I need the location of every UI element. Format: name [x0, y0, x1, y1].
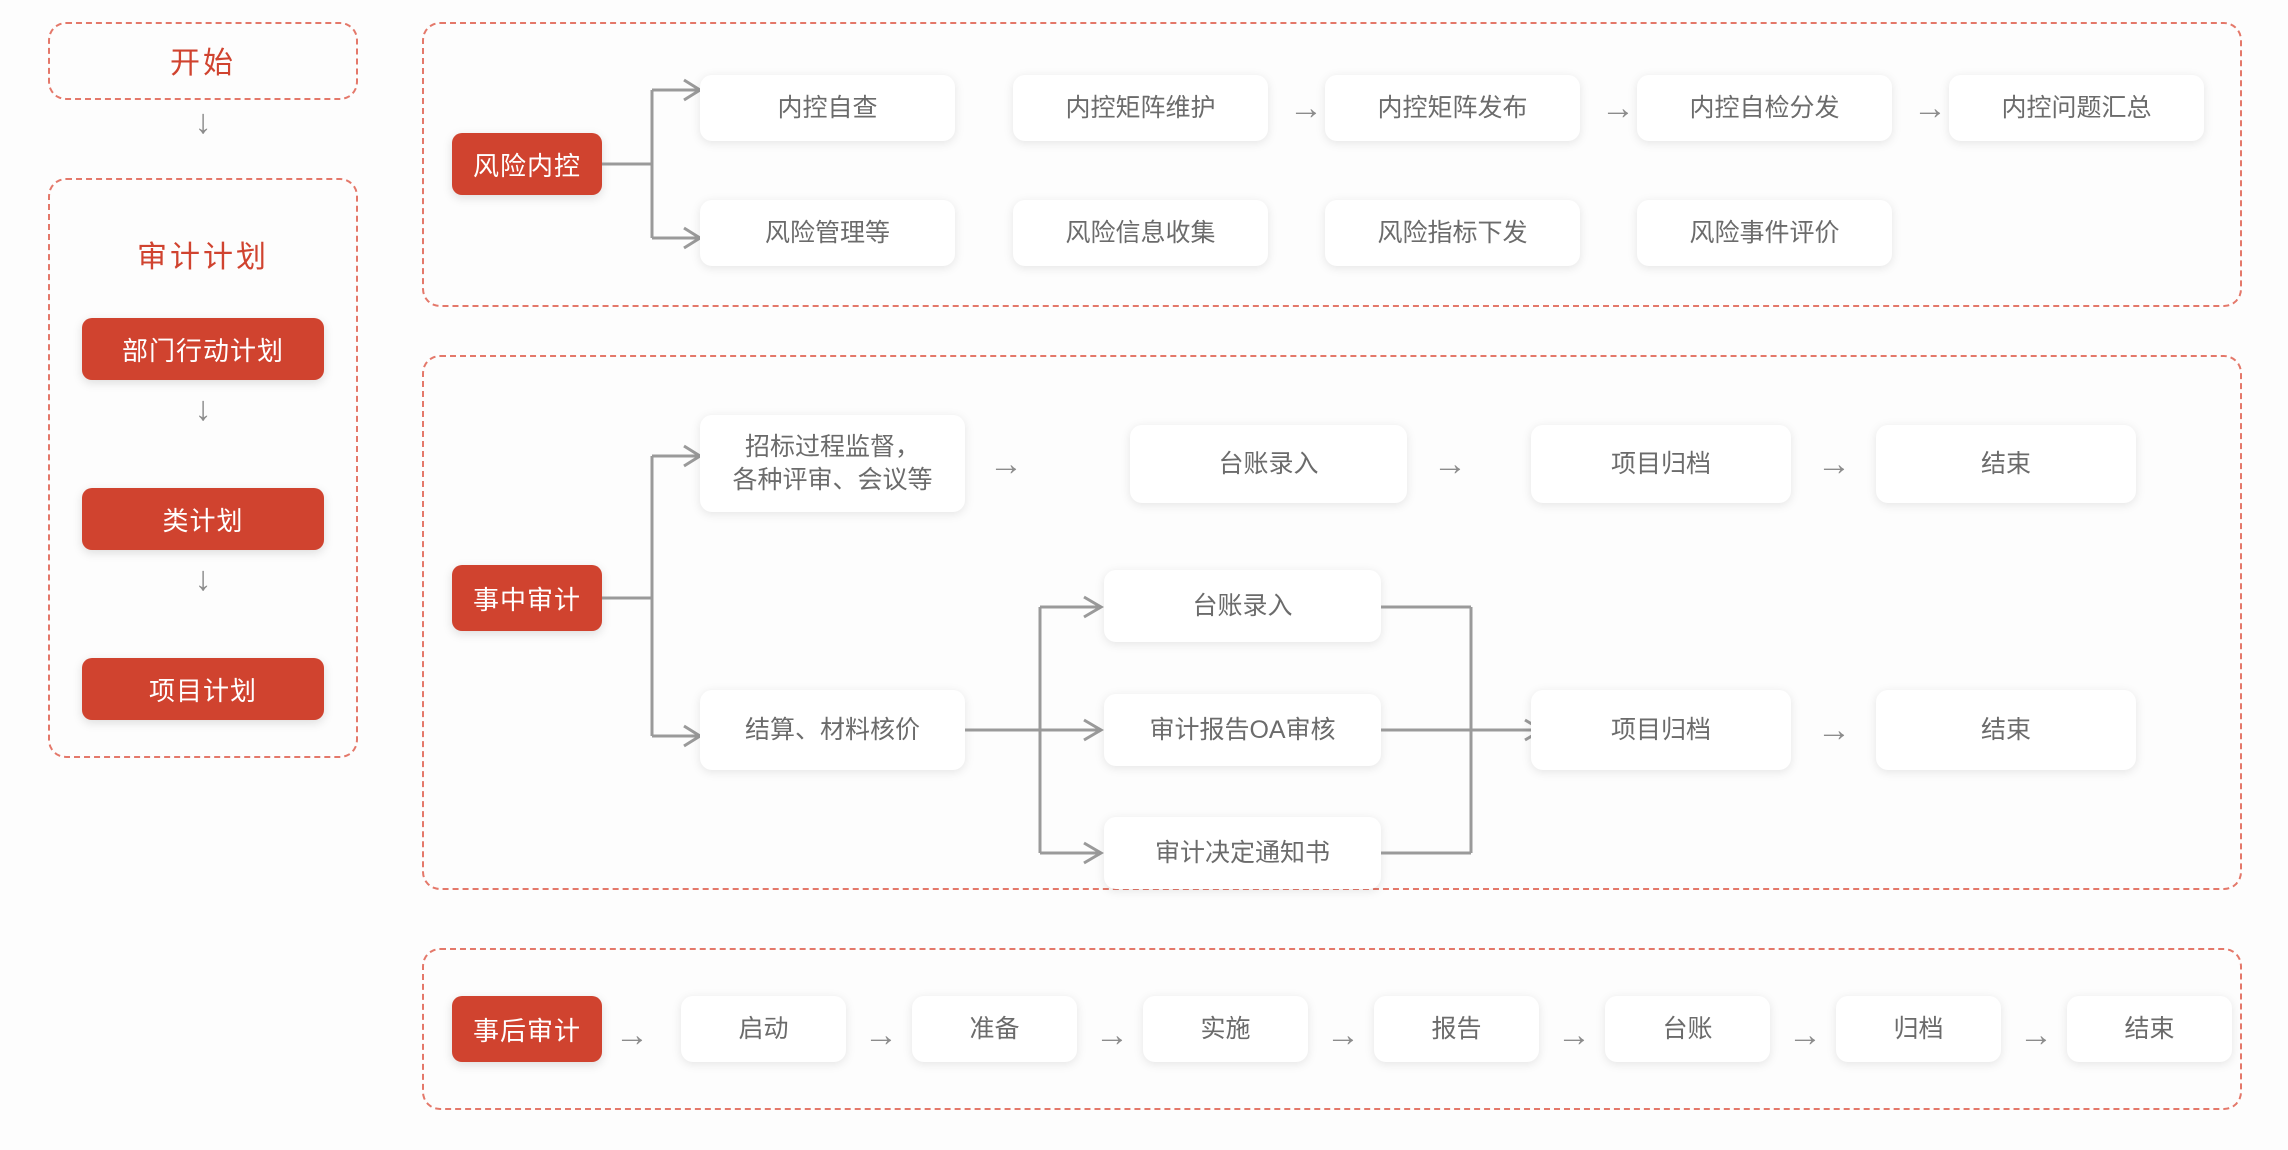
arrow-right-ic-3: → — [1913, 89, 1947, 127]
node-risk-info-collect-label: 风险信息收集 — [1065, 218, 1216, 247]
arrow-right-pa-6: → — [2019, 1016, 2053, 1054]
plan-step-project[interactable]: 项目计划 — [82, 658, 324, 720]
arrow-right-pa-2: → — [1095, 1016, 1129, 1054]
node-internal-self-check-label: 内控自查 — [777, 93, 878, 122]
node-bidding-supervision[interactable]: 招标过程监督， 各种评审、会议等 — [700, 415, 965, 512]
node-ledger-entry-branch-label: 台账录入 — [1192, 591, 1293, 620]
node-risk-event-evaluate[interactable]: 风险事件评价 — [1637, 200, 1892, 266]
node-control-matrix-maintain[interactable]: 内控矩阵维护 — [1013, 75, 1268, 141]
section-during-audit-container — [422, 355, 2242, 890]
start-label: 开始 — [170, 47, 236, 80]
node-internal-issue-summary-label: 内控问题汇总 — [2001, 93, 2152, 122]
section-post-audit-root-label: 事后审计 — [472, 1015, 581, 1046]
node-post-implement[interactable]: 实施 — [1143, 996, 1308, 1062]
arrow-right-pa-0: → — [615, 1016, 649, 1054]
node-ledger-entry-top[interactable]: 台账录入 — [1130, 425, 1407, 503]
node-control-matrix-maintain-label: 内控矩阵维护 — [1065, 93, 1216, 122]
node-risk-info-collect[interactable]: 风险信息收集 — [1013, 200, 1268, 266]
arrow-down-plan-1: ↓ — [194, 390, 212, 428]
plan-step-category-label: 类计划 — [162, 505, 244, 536]
node-post-implement-label: 实施 — [1200, 1014, 1251, 1043]
arrow-down-start-to-plan: ↓ — [194, 103, 212, 141]
node-internal-check-distribute[interactable]: 内控自检分发 — [1637, 75, 1892, 141]
node-end-bottom[interactable]: 结束 — [1876, 690, 2136, 770]
arrow-right-da-2: → — [1433, 445, 1467, 483]
node-bidding-supervision-label: 招标过程监督， 各种评审、会议等 — [732, 432, 933, 494]
arrow-right-pa-1: → — [864, 1016, 898, 1054]
plan-step-category[interactable]: 类计划 — [82, 488, 324, 550]
plan-step-department-label: 部门行动计划 — [121, 335, 284, 366]
node-post-archive-label: 归档 — [1893, 1014, 1944, 1043]
node-risk-management-label: 风险管理等 — [764, 218, 890, 247]
node-post-report[interactable]: 报告 — [1374, 996, 1539, 1062]
arrow-down-plan-2: ↓ — [194, 560, 212, 598]
node-risk-indicator-issue-label: 风险指标下发 — [1377, 218, 1528, 247]
section-during-audit-root-label: 事中审计 — [472, 584, 581, 615]
node-end-top-label: 结束 — [1980, 449, 2031, 478]
node-post-report-label: 报告 — [1431, 1014, 1482, 1043]
section-post-audit-container — [422, 948, 2242, 1110]
node-audit-decision-notice-label: 审计决定通知书 — [1154, 838, 1330, 867]
arrow-right-pa-3: → — [1326, 1016, 1360, 1054]
node-audit-decision-notice[interactable]: 审计决定通知书 — [1104, 817, 1381, 889]
node-internal-self-check[interactable]: 内控自查 — [700, 75, 955, 141]
node-settlement-material-pricing[interactable]: 结算、材料核价 — [700, 690, 965, 770]
node-post-prepare[interactable]: 准备 — [912, 996, 1077, 1062]
node-post-end-label: 结束 — [2124, 1014, 2175, 1043]
arrow-right-ic-1: → — [1289, 89, 1323, 127]
node-project-archive-bottom-label: 项目归档 — [1610, 715, 1711, 744]
arrow-right-pa-4: → — [1557, 1016, 1591, 1054]
node-end-top[interactable]: 结束 — [1876, 425, 2136, 503]
node-settlement-material-pricing-label: 结算、材料核价 — [744, 715, 920, 744]
plan-step-project-label: 项目计划 — [148, 675, 257, 706]
section-during-audit-root[interactable]: 事中审计 — [452, 565, 602, 631]
node-risk-event-evaluate-label: 风险事件评价 — [1689, 218, 1840, 247]
audit-plan-container — [48, 178, 358, 758]
arrow-right-da-1: → — [989, 445, 1023, 483]
node-post-archive[interactable]: 归档 — [1836, 996, 2001, 1062]
plan-step-department[interactable]: 部门行动计划 — [82, 318, 324, 380]
node-project-archive-top[interactable]: 项目归档 — [1531, 425, 1791, 503]
node-ledger-entry-branch[interactable]: 台账录入 — [1104, 570, 1381, 642]
node-ledger-entry-top-label: 台账录入 — [1218, 449, 1319, 478]
node-control-matrix-publish-label: 内控矩阵发布 — [1377, 93, 1528, 122]
section-risk-internal-control-container — [422, 22, 2242, 307]
node-project-archive-bottom[interactable]: 项目归档 — [1531, 690, 1791, 770]
section-risk-internal-control-root-label: 风险内控 — [472, 150, 581, 181]
start-container — [48, 22, 358, 100]
audit-plan-title: 审计计划 — [137, 241, 269, 274]
node-post-start[interactable]: 启动 — [681, 996, 846, 1062]
arrow-right-ic-2: → — [1601, 89, 1635, 127]
node-internal-issue-summary[interactable]: 内控问题汇总 — [1949, 75, 2204, 141]
node-project-archive-top-label: 项目归档 — [1610, 449, 1711, 478]
arrow-right-da-3: → — [1817, 445, 1851, 483]
node-risk-indicator-issue[interactable]: 风险指标下发 — [1325, 200, 1580, 266]
node-post-start-label: 启动 — [738, 1014, 789, 1043]
node-post-end[interactable]: 结束 — [2067, 996, 2232, 1062]
node-post-prepare-label: 准备 — [969, 1014, 1020, 1043]
section-risk-internal-control-root[interactable]: 风险内控 — [452, 133, 602, 195]
node-audit-report-oa-review[interactable]: 审计报告OA审核 — [1104, 694, 1381, 766]
node-control-matrix-publish[interactable]: 内控矩阵发布 — [1325, 75, 1580, 141]
node-post-ledger-label: 台账 — [1662, 1014, 1713, 1043]
arrow-right-pa-5: → — [1788, 1016, 1822, 1054]
section-post-audit-root[interactable]: 事后审计 — [452, 996, 602, 1062]
node-risk-management[interactable]: 风险管理等 — [700, 200, 955, 266]
node-internal-check-distribute-label: 内控自检分发 — [1689, 93, 1840, 122]
node-post-ledger[interactable]: 台账 — [1605, 996, 1770, 1062]
arrow-right-da-4: → — [1817, 711, 1851, 749]
node-audit-report-oa-review-label: 审计报告OA审核 — [1149, 715, 1336, 744]
node-end-bottom-label: 结束 — [1980, 715, 2031, 744]
